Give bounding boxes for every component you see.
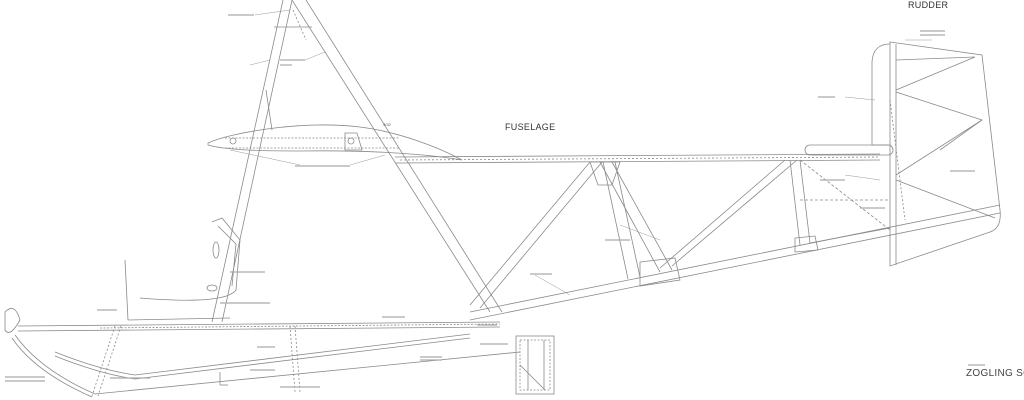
small-callout-labels bbox=[5, 14, 985, 388]
skid-frame bbox=[4, 308, 521, 398]
wing-pylon bbox=[211, 0, 503, 323]
fuselage-label: FUSELAGE bbox=[505, 122, 556, 132]
section-detail bbox=[515, 335, 555, 395]
wing-airfoil bbox=[207, 124, 463, 161]
horizontal-stabilizer bbox=[804, 144, 894, 156]
seat bbox=[124, 217, 241, 321]
wing-clearance-label: 3/32 bbox=[383, 122, 391, 127]
rudder-label: RUDDER bbox=[908, 0, 949, 10]
callout-leaders bbox=[229, 9, 932, 296]
model-title: ZOGLING SG-35 bbox=[966, 368, 1024, 379]
fuselage-truss bbox=[469, 159, 891, 309]
bottom-longeron bbox=[469, 204, 1001, 321]
rudder bbox=[871, 41, 1001, 267]
top-longeron bbox=[394, 153, 881, 164]
